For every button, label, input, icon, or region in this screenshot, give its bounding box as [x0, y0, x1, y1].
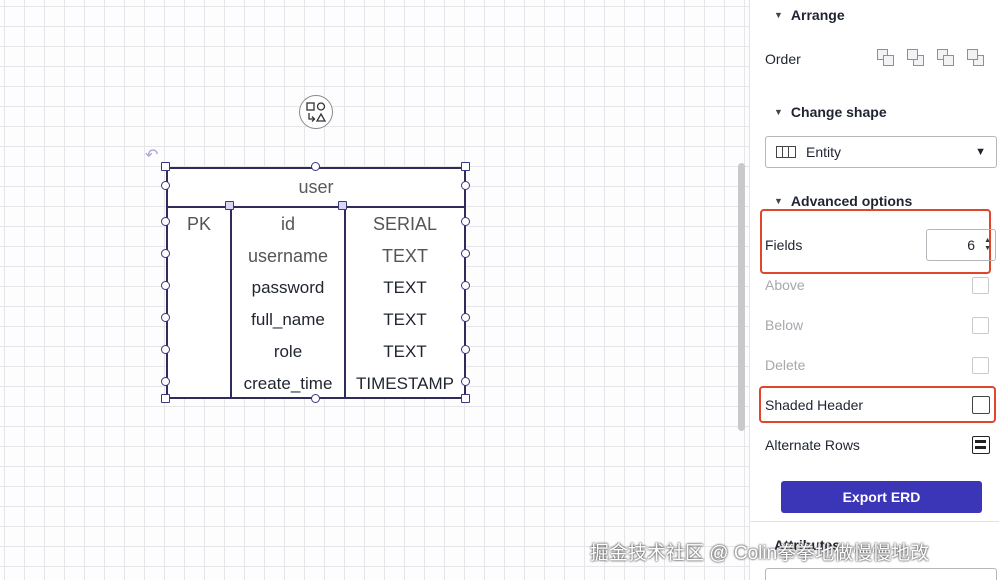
order-label: Order — [765, 51, 801, 67]
connection-point[interactable] — [461, 249, 470, 258]
connection-point[interactable] — [161, 377, 170, 386]
row-field-name: full_name — [251, 310, 325, 329]
annotation-highlight-fields — [760, 209, 991, 274]
connection-point[interactable] — [161, 345, 170, 354]
row-field-type: TEXT — [381, 245, 428, 266]
row-field-name: username — [247, 245, 329, 266]
section-title: Arrange — [790, 7, 845, 23]
fields-count-value: 6 — [967, 237, 975, 253]
entity-title[interactable]: user — [168, 169, 464, 208]
section-divider — [750, 521, 999, 522]
resize-handle-top[interactable] — [311, 162, 320, 171]
properties-panel: ▼ Arrange Order ▼ Change shape Entity ▼ … — [749, 0, 999, 580]
collapse-triangle-icon: ▼ — [774, 196, 783, 206]
column-divider — [230, 208, 232, 399]
connection-point[interactable] — [461, 313, 470, 322]
shape-select[interactable]: Entity ▼ — [765, 136, 997, 168]
erd-entity-user[interactable]: user PK id SERIAL username TEXT password… — [166, 167, 466, 399]
rotate-handle-icon[interactable]: ↶ — [145, 147, 159, 164]
fields-count-input[interactable]: 6 ▲▼ — [926, 229, 996, 261]
entity-row[interactable]: password TEXT — [168, 272, 464, 304]
send-to-back-icon[interactable] — [937, 49, 955, 67]
export-erd-button[interactable]: Export ERD — [781, 481, 982, 513]
section-change-shape[interactable]: ▼ Change shape — [774, 104, 887, 120]
connection-point[interactable] — [461, 345, 470, 354]
row-key — [168, 272, 230, 304]
row-field-type: TEXT — [383, 310, 427, 329]
collapse-triangle-icon: ▼ — [774, 107, 783, 117]
column-resize-handle[interactable] — [225, 201, 234, 210]
row-field-type: TEXT — [383, 342, 427, 361]
column-resize-handle[interactable] — [338, 201, 347, 210]
annotation-highlight-shaded-header — [759, 386, 996, 423]
insert-row-below-icon[interactable] — [972, 317, 989, 334]
row-key — [168, 368, 230, 400]
row-field-type: TEXT — [383, 278, 427, 297]
row-field-name: password — [251, 278, 325, 297]
chevron-down-icon: ▼ — [975, 146, 986, 158]
entity-row[interactable]: full_name TEXT — [168, 304, 464, 336]
entity-table-icon — [776, 146, 796, 158]
row-key — [168, 304, 230, 336]
entity-row[interactable]: PK id SERIAL — [168, 208, 464, 240]
row-key — [168, 336, 230, 368]
switch-shape-button[interactable] — [299, 95, 333, 129]
entity-row[interactable]: role TEXT — [168, 336, 464, 368]
section-arrange[interactable]: ▼ Arrange — [774, 7, 845, 23]
row-key: PK — [186, 213, 211, 234]
alternate-rows-label: Alternate Rows — [765, 437, 860, 453]
row-field-type: TIMESTAMP — [356, 374, 454, 393]
connection-point[interactable] — [461, 377, 470, 386]
connection-point[interactable] — [461, 217, 470, 226]
delete-row-icon[interactable] — [972, 357, 989, 374]
insert-above-label: Above — [765, 277, 805, 293]
connection-point[interactable] — [161, 217, 170, 226]
resize-handle-bottom-right[interactable] — [461, 394, 470, 403]
bring-forward-icon[interactable] — [907, 49, 925, 67]
connection-point[interactable] — [461, 281, 470, 290]
collapse-triangle-icon: ▼ — [774, 10, 783, 20]
resize-handle-top-right[interactable] — [461, 162, 470, 171]
connection-point[interactable] — [161, 281, 170, 290]
shaded-header-label: Shaded Header — [765, 397, 864, 413]
stepper-arrows-icon[interactable]: ▲▼ — [984, 237, 991, 252]
section-next-title[interactable]: Attributes — [774, 537, 841, 553]
row-field-name: create_time — [243, 374, 333, 393]
connection-point[interactable] — [161, 313, 170, 322]
delete-row-label: Delete — [765, 357, 806, 373]
send-backward-icon[interactable] — [877, 49, 895, 67]
insert-row-above-icon[interactable] — [972, 277, 989, 294]
fields-label: Fields — [765, 237, 803, 253]
section-title: Change shape — [790, 104, 887, 120]
column-divider — [344, 208, 346, 399]
bring-to-front-icon[interactable] — [967, 49, 985, 67]
shaded-header-checkbox[interactable] — [972, 396, 990, 414]
canvas-scrollbar[interactable] — [738, 163, 745, 431]
bottom-section-field[interactable] — [765, 568, 997, 580]
shapes-icon — [306, 102, 327, 122]
section-advanced-options[interactable]: ▼ Advanced options — [774, 193, 912, 209]
resize-handle-top-left[interactable] — [161, 162, 170, 171]
shape-select-value: Entity — [806, 144, 842, 160]
row-field-name: role — [273, 342, 303, 361]
connection-point[interactable] — [161, 181, 170, 190]
section-title: Advanced options — [790, 193, 913, 209]
resize-handle-bottom-left[interactable] — [161, 394, 170, 403]
entity-row[interactable]: create_time TIMESTAMP — [168, 368, 464, 400]
alternate-rows-toggle-icon[interactable] — [972, 436, 990, 454]
diagram-canvas[interactable]: ↶ user PK id SERIAL username TEXT passwo… — [0, 0, 749, 580]
row-field-type: SERIAL — [372, 213, 438, 234]
resize-handle-bottom[interactable] — [311, 394, 320, 403]
connection-point[interactable] — [161, 249, 170, 258]
watermark-text: 掘金技术社区 @ Colin拳拳地做慢慢地改 — [590, 543, 930, 564]
insert-below-label: Below — [765, 317, 804, 333]
order-controls — [877, 49, 985, 67]
connection-point[interactable] — [461, 181, 470, 190]
row-field-name: id — [280, 213, 295, 234]
entity-row[interactable]: username TEXT — [168, 240, 464, 272]
row-key — [168, 240, 230, 272]
